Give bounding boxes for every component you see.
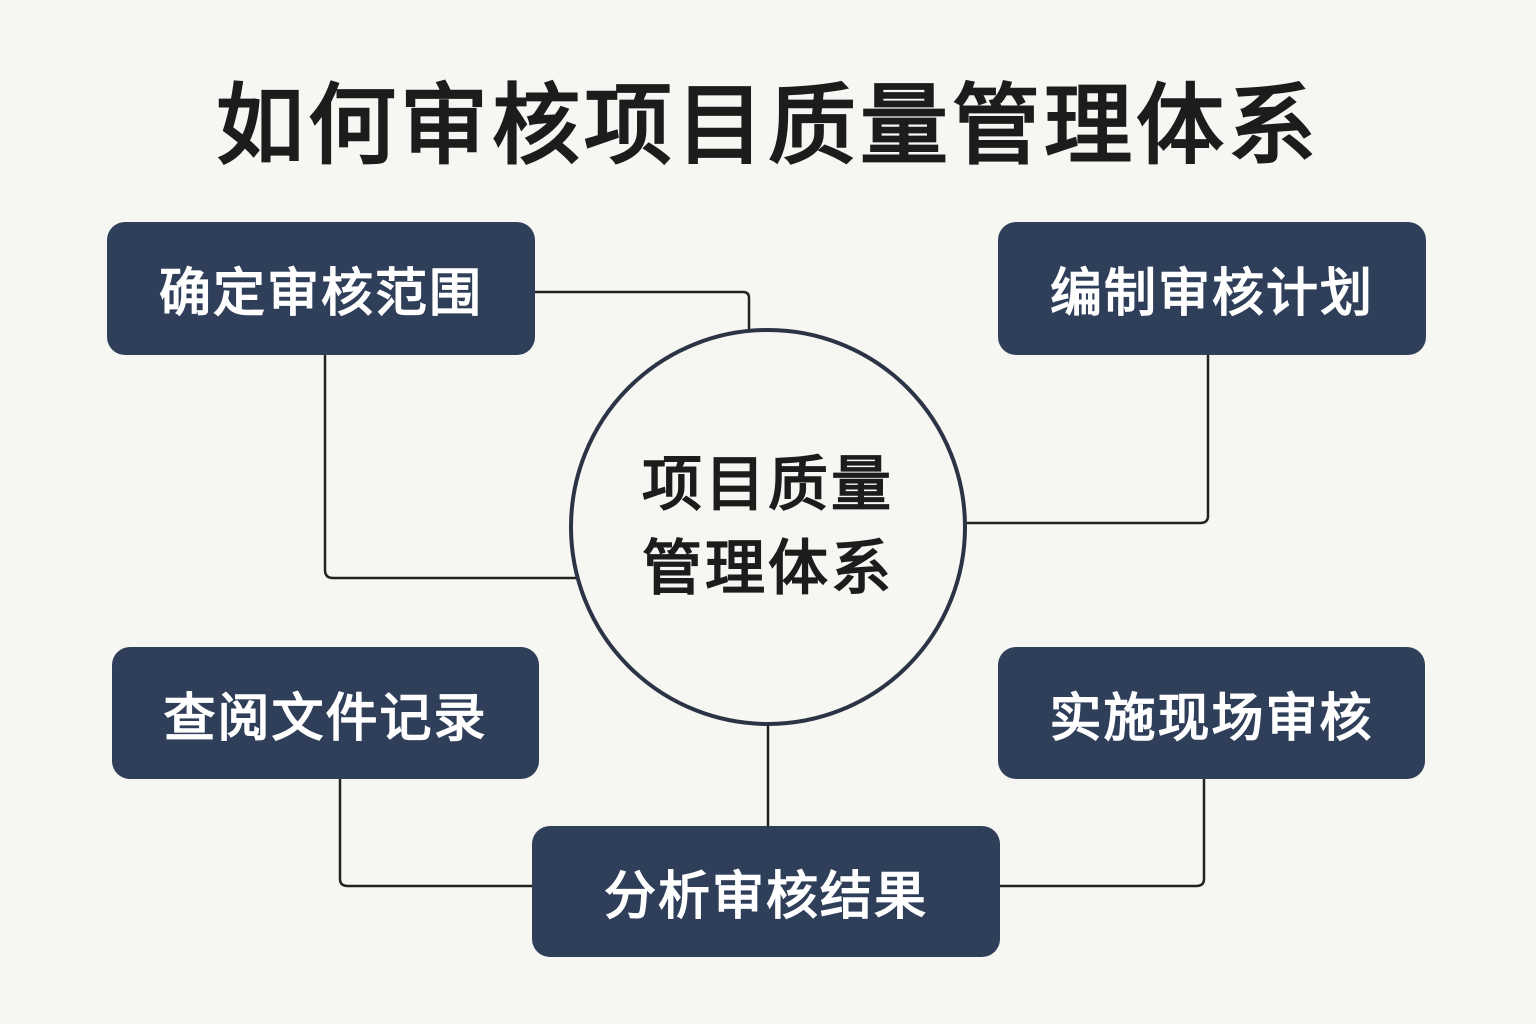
center-circle — [569, 328, 967, 726]
center-node: 项目质量 管理体系 — [571, 330, 965, 724]
connector-scope-left — [323, 355, 576, 580]
center-line-1: 项目质量 — [642, 450, 894, 520]
node-analyze-results: 分析审核结果 — [532, 826, 1000, 957]
center-line-2: 管理体系 — [642, 534, 894, 604]
connector-onsite — [1000, 779, 1206, 888]
connector-scope — [535, 290, 751, 332]
node-onsite-audit: 实施现场审核 — [998, 647, 1425, 779]
node-define-scope: 确定审核范围 — [107, 222, 535, 355]
connector-documents — [338, 779, 532, 888]
diagram-title: 如何审核项目质量管理体系 — [215, 74, 1320, 177]
node-audit-plan: 编制审核计划 — [998, 222, 1426, 355]
node-review-documents: 查阅文件记录 — [112, 647, 539, 779]
connector-plan — [966, 355, 1210, 525]
